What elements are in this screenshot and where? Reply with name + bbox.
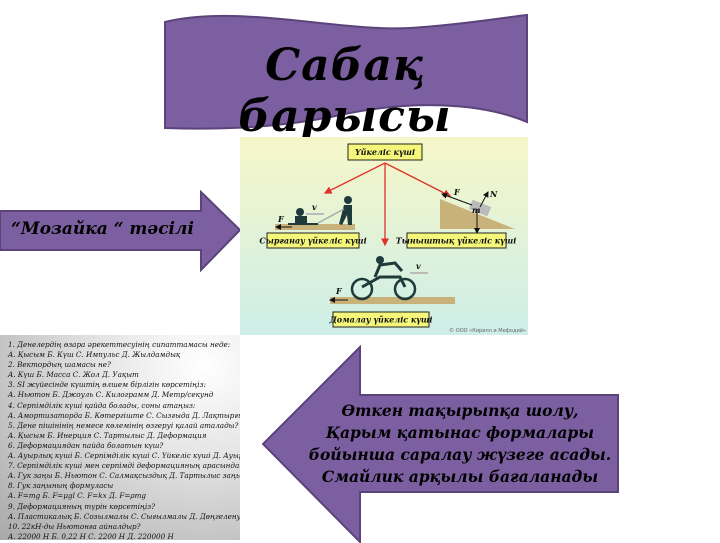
label-box-center	[347, 143, 423, 161]
summary-line: Смайлик арқылы бағаланады	[321, 467, 599, 486]
quiz-line: A. Ньютон Б. Джоуль С. Килограмм Д. Метр…	[8, 390, 214, 400]
quiz-line: 5. Дене пішінінің немесе көлемінің өзгер…	[8, 420, 239, 430]
label-static-friction: Тыныштық үйкеліс күші	[396, 236, 517, 246]
method-label: “Мозайка “ тәсілі	[11, 219, 194, 239]
label-sliding-friction: Сырғанау үйкеліс күші	[259, 236, 366, 246]
svg-text:F: F	[335, 286, 343, 296]
quiz-line: A. 22000 Н Б. 0,22 Н С. 2200 Н Д. 220000…	[8, 531, 174, 540]
label-friction-force: Үйкеліс күші	[355, 147, 415, 157]
branch-arrows	[323, 162, 452, 247]
friction-diagram: v F m N F v F Үйкеліс күші Сырғанау үйке…	[240, 137, 528, 335]
quiz-line: 1. Денелердің өзара әрекеттесуінің сипат…	[8, 340, 231, 349]
quiz-line: 6. Деформациядан пайда болатын күш?	[8, 440, 164, 450]
summary-text: Өткен тақырыпқа шолу, Қарым қатынас форм…	[300, 400, 620, 488]
summary-line: Өткен тақырыпқа шолу,	[341, 401, 579, 420]
quiz-line: A. Қысым Б. Күш С. Импульс Д. Жылдамдық	[8, 350, 181, 360]
velocity-symbol: v	[312, 202, 317, 212]
quiz-line: 4. Серпімділік күші қайда болады, соны а…	[8, 400, 196, 410]
svg-text:F: F	[453, 187, 461, 197]
title-banner	[164, 13, 528, 130]
summary-line: Қарым қатынас формалары	[326, 423, 594, 442]
summary-arrow-shape	[262, 345, 619, 543]
quiz-line: A. Пластикалық Б. Созылмалы С. Сығылмалы…	[8, 511, 240, 521]
friction-force-symbol: F	[277, 214, 285, 224]
copyright: © ООО «Кирилл и Мефодий»	[449, 327, 526, 334]
quiz-line: 8. Гук заңының формуласы	[8, 481, 114, 491]
quiz-line: A. Ауырлық күші Б. Серпімділік күші С. Ү…	[8, 451, 240, 461]
quiz-line: 10. 22кН-ды Ньютонға айналдыр?	[8, 521, 141, 531]
quiz-line: A. Амортизаторда Б. Көтергіште С. Сызғыд…	[8, 410, 240, 420]
method-arrow-shape	[0, 190, 242, 272]
quiz-line: A. F=mg Б. F=μgl С. F=kx Д. F=ρmg	[8, 491, 147, 501]
svg-text:m: m	[472, 205, 480, 215]
quiz-line: 9. Деформацияның түрін көрсетіңіз?	[8, 501, 156, 511]
ground	[275, 224, 355, 230]
quiz-line: 3. SI жүйесінде күштің өлшем бірлігін кө…	[8, 380, 206, 390]
quiz-line: 7. Серпімділік күші мен серпімді деформа…	[8, 461, 240, 471]
quiz-line: 2. Вектордың шамасы не?	[8, 360, 111, 370]
quiz-line: A. Гук заңы Б. Ньютон С. Салмақсыздық Д.…	[8, 471, 240, 481]
svg-text:v: v	[416, 261, 421, 271]
normal-force-symbol: N	[489, 189, 498, 199]
label-rolling-friction: Домалау үйкеліс күші	[329, 315, 433, 325]
quiz-line: A. Күш Б. Масса С. Жол Д. Уақыт	[8, 370, 139, 380]
quiz-questions: 1. Денелердің өзара әрекеттесуінің сипат…	[0, 335, 240, 540]
quiz-line: A. Қысым Б. Инерция С. Тартылыс Д. Дефор…	[8, 430, 207, 440]
summary-line: бойынша саралау жүзеге асады.	[308, 445, 612, 464]
page-title: Сабақ барысы	[238, 40, 452, 142]
